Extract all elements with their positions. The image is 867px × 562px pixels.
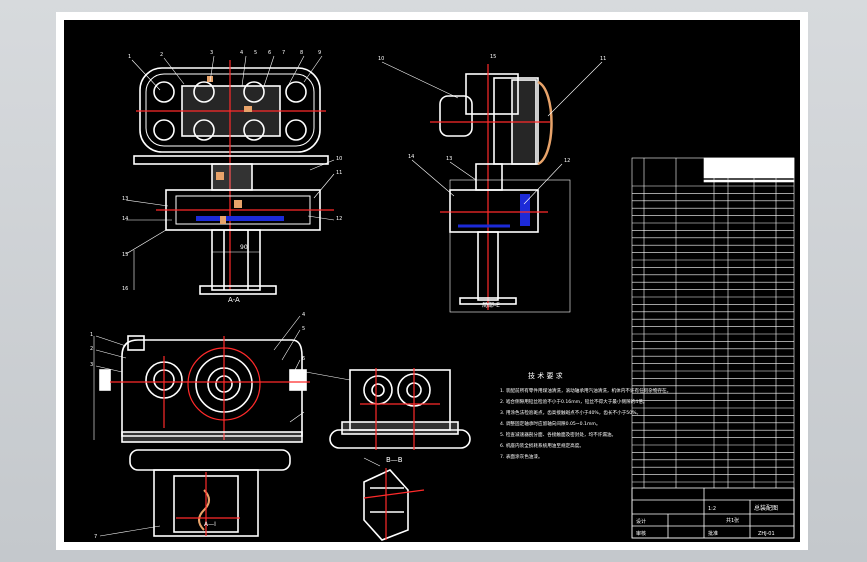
side-view — [381, 61, 603, 313]
tech-req-item: 3. 用涂色法检验斑点，齿高接触斑点不小于40%，齿长不小于50%。 — [500, 409, 641, 416]
balloon-number: 7 — [94, 534, 97, 540]
tech-req-item: 5. 检查减速器剖分面、各接触面及密封处，均不许漏油。 — [500, 431, 616, 438]
balloon-number: 13 — [446, 156, 452, 162]
balloon-number: 16 — [122, 286, 128, 292]
balloon-number: 15 — [490, 54, 496, 60]
side-view-label: 局部-E — [482, 301, 500, 309]
tech-req-item: 6. 机座内装全损耗系统用油至规定高度。 — [500, 442, 584, 449]
title-block: 总装配图 1:2 共1张 ZHJ-01 设计 审核 批准 — [631, 487, 795, 539]
bottom-view-label: A—I — [204, 521, 216, 528]
balloon-number: 4 — [240, 50, 243, 56]
title-drawing-name: 总装配图 — [754, 504, 778, 512]
title-approver: 批准 — [708, 530, 718, 537]
technical-requirements: 技 术 要 求 1. 装配前所有零件用煤油清洗，滚动轴承用汽油清洗，机体内不许有… — [500, 371, 671, 460]
balloon-number: 12 — [336, 216, 342, 222]
main-view-label: A-A — [228, 296, 240, 304]
balloon-number: 4 — [302, 312, 305, 318]
main-view — [125, 55, 335, 295]
balloon-number: 5 — [302, 326, 305, 332]
tech-req-item: 2. 啮合侧隙用铅丝检验不小于0.16mm，铅丝不得大于最小侧隙的4倍。 — [500, 398, 647, 405]
title-designer: 设计 — [636, 518, 646, 525]
tech-req-item: 4. 调整固定轴承时应留轴向间隙0.05~0.1mm。 — [500, 420, 601, 427]
balloon-number: 9 — [318, 50, 321, 56]
balloon-number: 1 — [128, 54, 131, 60]
balloon-number: 10 — [378, 56, 384, 62]
balloon-number: 2 — [90, 346, 93, 352]
parts-list — [631, 157, 795, 539]
tech-req-item: 7. 表面涂灰色油漆。 — [500, 453, 543, 460]
drawing-sheet: 90 A-A 局部-E — [56, 12, 808, 550]
balloon-number: 6 — [302, 356, 305, 362]
balloon-number: 11 — [336, 170, 342, 176]
balloon-number: 8 — [300, 50, 303, 56]
balloon-number: 10 — [336, 156, 342, 162]
balloon-number: 11 — [600, 56, 606, 62]
title-sheet: 共1张 — [726, 517, 739, 524]
tech-req-item: 1. 装配前所有零件用煤油清洗，滚动轴承用汽油清洗，机体内不许有任何杂物存在。 — [500, 387, 671, 394]
balloon-number: 7 — [282, 50, 285, 56]
cad-drawing: 90 A-A 局部-E — [64, 20, 800, 542]
section-b-view — [305, 368, 471, 541]
lower-view — [93, 315, 310, 537]
tech-req-title: 技 术 要 求 — [528, 371, 563, 380]
balloon-number: 14 — [122, 216, 128, 222]
balloon-number: 13 — [122, 196, 128, 202]
title-checker: 审核 — [636, 530, 646, 537]
balloon-number: 1 — [90, 332, 93, 338]
balloon-number: 6 — [268, 50, 271, 56]
balloon-number: 12 — [564, 158, 570, 164]
balloon-number: 15 — [122, 252, 128, 258]
title-scale: 1:2 — [708, 506, 716, 512]
balloon-number: 14 — [408, 154, 414, 160]
tech-req-list: 1. 装配前所有零件用煤油清洗，滚动轴承用汽油清洗，机体内不许有任何杂物存在。 2… — [500, 387, 671, 460]
drawing-background — [64, 20, 800, 542]
balloon-number: 3 — [90, 362, 93, 368]
balloon-number: 3 — [210, 50, 213, 56]
title-drawing-number: ZHJ-01 — [758, 531, 775, 537]
section-b-label: B—B — [386, 456, 403, 464]
balloon-number: 5 — [254, 50, 257, 56]
main-dimension: 90 — [240, 244, 248, 251]
balloon-number: 2 — [160, 52, 163, 58]
